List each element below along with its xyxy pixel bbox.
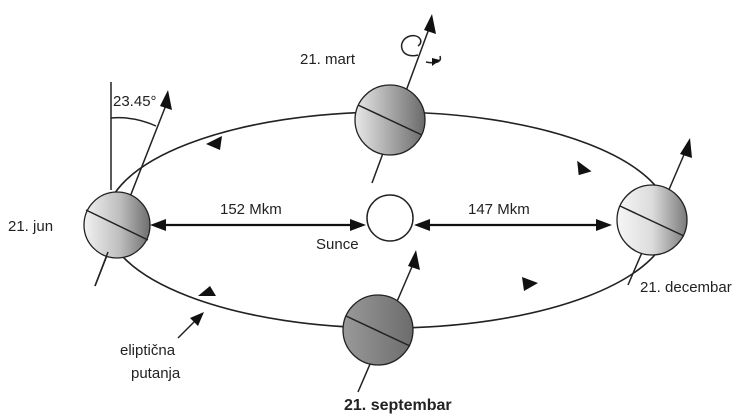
sun-label: Sunce [316, 236, 359, 253]
earth-march [354, 14, 442, 184]
orbit-direction-arrow-top-right [577, 160, 592, 176]
distance-arrow-december [414, 219, 612, 231]
december-label: 21. decembar [640, 279, 732, 296]
june-label: 21. jun [8, 218, 53, 235]
september-label: 21. septembar [344, 397, 452, 414]
march-label: 21. mart [300, 51, 356, 68]
tilt-angle-label: 23.45° [113, 93, 157, 110]
tilt-angle-arc [110, 116, 157, 127]
orbit-label-line1: eliptična [120, 342, 176, 359]
orbit-direction-arrow-top-left [206, 136, 222, 150]
earth-december [616, 138, 692, 286]
earth-june [83, 90, 172, 287]
rotation-icon [400, 34, 422, 57]
distance-december-label: 147 Mkm [468, 201, 530, 218]
sun [366, 194, 414, 242]
distance-june-label: 152 Mkm [220, 201, 282, 218]
orbit-direction-arrow-bottom-left [198, 286, 216, 296]
earth-september [342, 250, 420, 393]
orbit-direction-arrow-bottom-right [522, 277, 538, 291]
orbit-label-line2: putanja [131, 365, 181, 382]
distance-arrow-june [150, 219, 366, 231]
